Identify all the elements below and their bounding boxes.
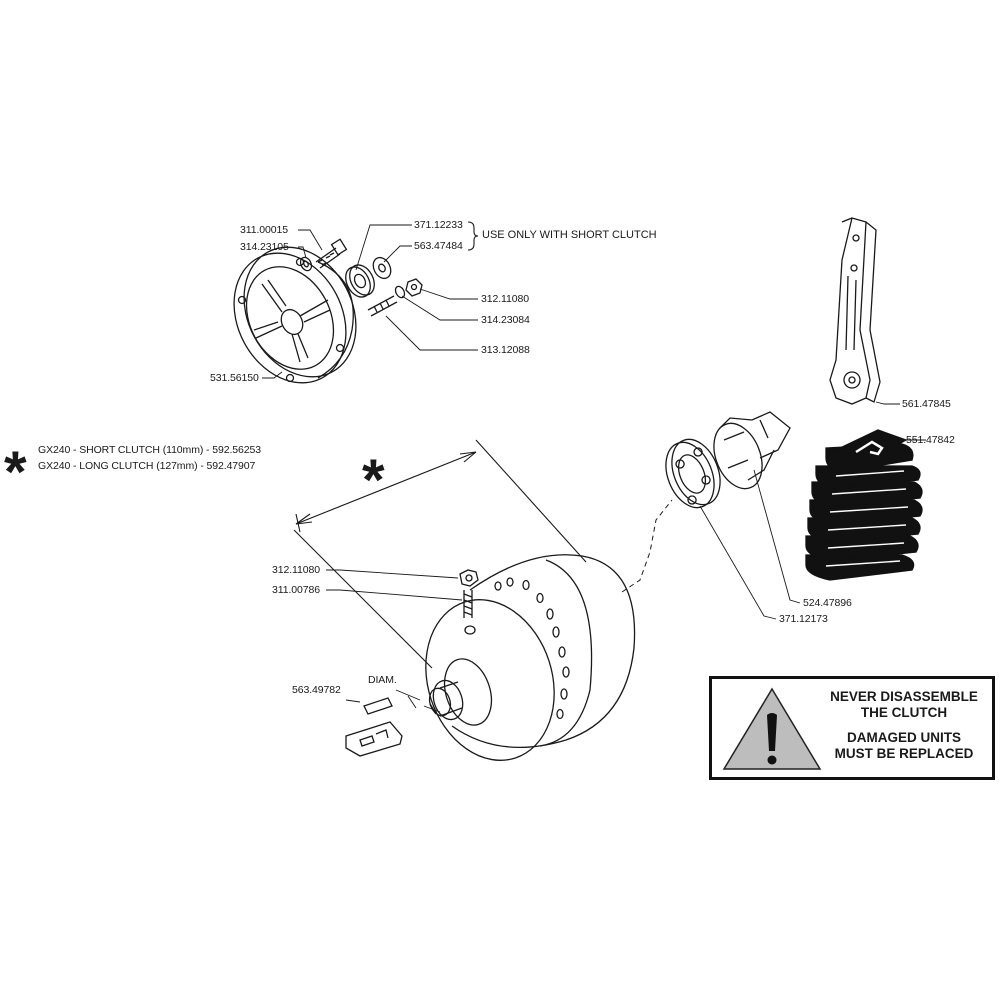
- short-clutch-note: USE ONLY WITH SHORT CLUTCH: [482, 229, 657, 241]
- warning-line-4: MUST BE REPLACED: [834, 746, 974, 761]
- dimension-line: [293, 439, 587, 669]
- sleeve-524-47896-part: [713, 411, 791, 490]
- callout-561-47845: 561.47845: [902, 398, 951, 410]
- callout-313-12088: 313.12088: [481, 344, 530, 356]
- bearing-371-12173-part: [665, 438, 721, 509]
- callout-314-23105: 314.23105: [240, 241, 289, 253]
- callout-524-47896: 524.47896: [803, 597, 852, 609]
- nut-312-11080-top-part: [405, 278, 423, 297]
- warning-box: NEVER DISASSEMBLE THE CLUTCH DAMAGED UNI…: [709, 676, 995, 780]
- callout-563-49782: 563.49782: [292, 684, 341, 696]
- callout-311-00015: 311.00015: [240, 224, 288, 236]
- bearing-371-12233-part: [345, 264, 375, 298]
- top-leader-lines: [262, 224, 478, 379]
- callout-314-23084: 314.23084: [481, 314, 530, 326]
- key-563-49782-part: [345, 697, 403, 757]
- drum-leader-lines: [326, 569, 463, 601]
- dashed-axis-line: [621, 499, 673, 593]
- diameter-label: DIAM.: [368, 674, 397, 686]
- diameter-mark: [395, 689, 441, 715]
- callout-531-56150: 531.56150: [210, 372, 259, 384]
- screw-311-00015-part: [299, 238, 348, 272]
- clutch-drum-part: [425, 554, 636, 761]
- curly-brace: [467, 221, 479, 251]
- right-leader-lines: [699, 469, 801, 620]
- gx240-short-clutch-note: GX240 - SHORT CLUTCH (110mm) - 592.56253: [38, 444, 262, 456]
- clip-561-47845-part: [829, 217, 900, 405]
- gx240-long-clutch-note: GX240 - LONG CLUTCH (127mm) - 592.47907: [38, 460, 256, 472]
- warning-text: NEVER DISASSEMBLE THE CLUTCH DAMAGED UNI…: [818, 689, 990, 762]
- boot-551-47842-part: [805, 429, 926, 581]
- warning-line-3: DAMAGED UNITS: [847, 730, 961, 745]
- warning-line-2: THE CLUTCH: [860, 705, 948, 720]
- warning-triangle-icon: [722, 687, 822, 770]
- nut-312-11080-part: [459, 569, 479, 587]
- washer-563-47484-part: [372, 256, 392, 280]
- dimension-asterisk: *: [362, 448, 385, 513]
- warning-line-1: NEVER DISASSEMBLE: [830, 689, 978, 704]
- callout-311-00786: 311.00786: [272, 584, 320, 596]
- screw-311-00786-part: [463, 590, 473, 618]
- washer-314-23084-part: [394, 285, 406, 299]
- callout-563-47484: 563.47484: [414, 240, 463, 252]
- callout-371-12233: 371.12233: [414, 219, 463, 231]
- callout-312-11080-top: 312.11080: [481, 293, 529, 305]
- asterisk-symbol: *: [4, 440, 27, 505]
- callout-312-11080: 312.11080: [272, 564, 320, 576]
- stud-313-12088-part: [367, 295, 398, 317]
- callout-551-47842: 551.47842: [906, 434, 955, 446]
- callout-371-12173: 371.12173: [779, 613, 828, 625]
